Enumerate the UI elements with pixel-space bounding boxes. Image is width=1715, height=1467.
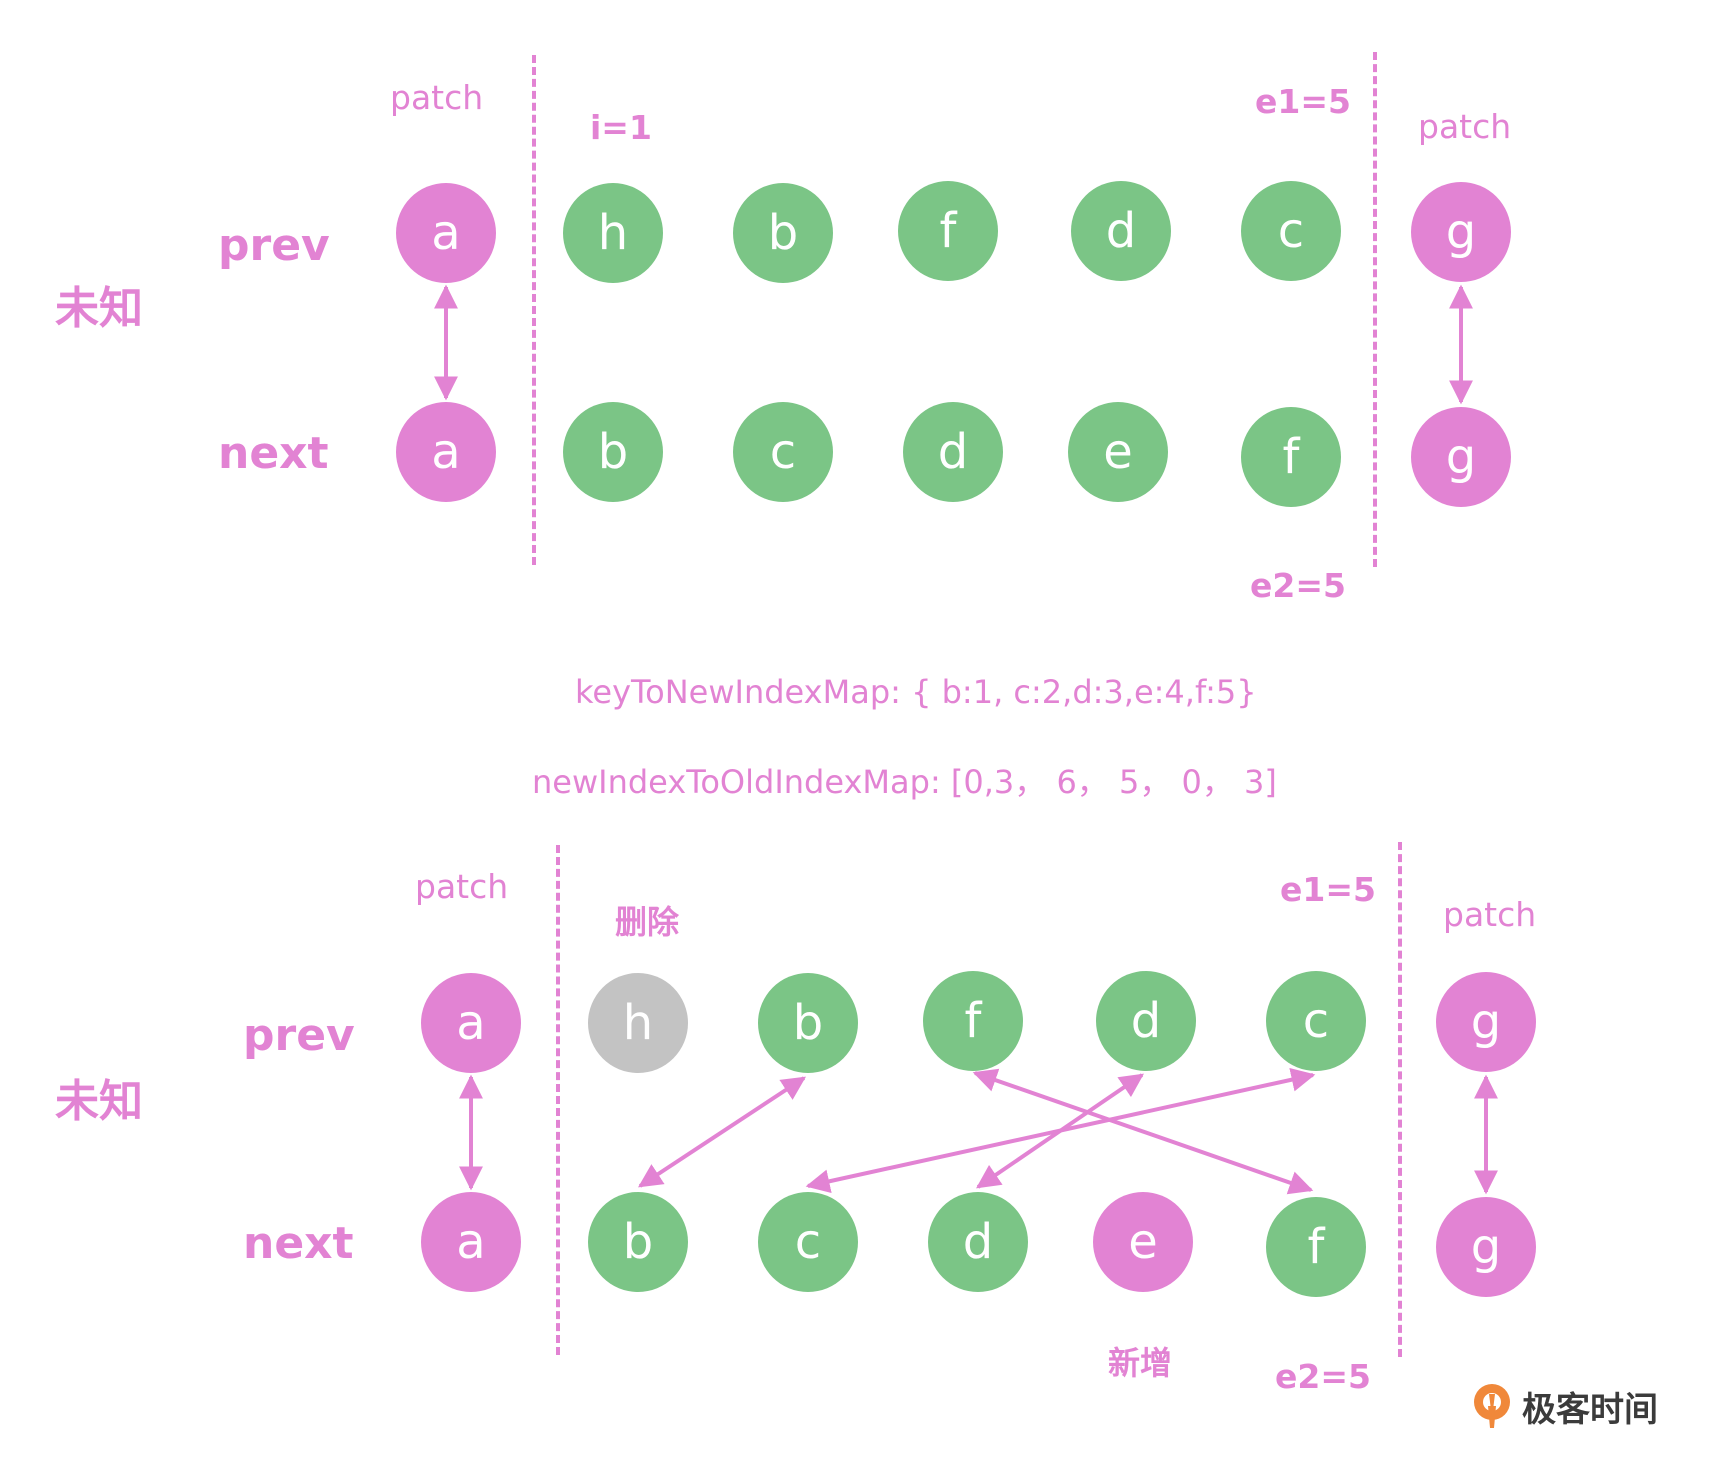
prev-node: g bbox=[1411, 182, 1511, 282]
right-patch-label-1: patch bbox=[1418, 107, 1512, 146]
key-to-new-index-map: keyToNewIndexMap: { b:1, c:2,d:3,e:4,f:5… bbox=[575, 673, 1257, 711]
start-marker-1: i=1 bbox=[590, 108, 652, 147]
added-label: 新增 bbox=[1108, 1344, 1173, 1382]
e2-marker-2: e2=5 bbox=[1275, 1357, 1371, 1396]
e1-marker-2: e1=5 bbox=[1280, 870, 1376, 909]
next-node: e bbox=[1068, 402, 1168, 502]
prev-node: d bbox=[1096, 971, 1196, 1071]
side-label-2: 未知 bbox=[55, 1076, 143, 1127]
next-node: c bbox=[733, 402, 833, 502]
left-patch-label-2: patch bbox=[415, 867, 509, 906]
next-node: b bbox=[563, 402, 663, 502]
prev-node: f bbox=[898, 181, 998, 281]
prev-label-1: prev bbox=[218, 220, 330, 271]
prev-node: f bbox=[923, 971, 1023, 1071]
geektime-logo-icon bbox=[1474, 1384, 1510, 1428]
arrow-b bbox=[637, 1076, 807, 1188]
next-node: g bbox=[1436, 1197, 1536, 1297]
right-divider-1 bbox=[1373, 52, 1377, 567]
arrow-d bbox=[976, 1073, 1144, 1189]
prev-node: c bbox=[1266, 971, 1366, 1071]
next-node: a bbox=[396, 402, 496, 502]
next-node: f bbox=[1241, 407, 1341, 507]
next-node: a bbox=[421, 1192, 521, 1292]
next-label-1: next bbox=[218, 428, 329, 479]
next-node: b bbox=[588, 1192, 688, 1292]
side-label-1: 未知 bbox=[55, 283, 143, 334]
next-node: c bbox=[758, 1192, 858, 1292]
next-node: g bbox=[1411, 407, 1511, 507]
left-divider-2 bbox=[556, 845, 560, 1355]
prev-node: h bbox=[563, 183, 663, 283]
prev-node: a bbox=[421, 973, 521, 1073]
logo-text: 极客时间 bbox=[1522, 1389, 1658, 1430]
next-node: d bbox=[903, 402, 1003, 502]
delete-label: 删除 bbox=[615, 903, 680, 941]
logo: 极客时间 bbox=[1470, 1380, 1658, 1432]
next-label-2: next bbox=[243, 1218, 354, 1269]
next-node: d bbox=[928, 1192, 1028, 1292]
left-patch-label-1: patch bbox=[390, 78, 484, 117]
next-node: f bbox=[1266, 1197, 1366, 1297]
right-divider-2 bbox=[1398, 842, 1402, 1357]
prev-node: g bbox=[1436, 972, 1536, 1072]
prev-node: a bbox=[396, 183, 496, 283]
arrow-f bbox=[972, 1068, 1314, 1195]
prev-label-2: prev bbox=[243, 1010, 355, 1061]
e1-marker-1: e1=5 bbox=[1255, 82, 1351, 121]
prev-node: b bbox=[758, 973, 858, 1073]
prev-node-deleted: h bbox=[588, 973, 688, 1073]
e2-marker-1: e2=5 bbox=[1250, 566, 1346, 605]
prev-node: c bbox=[1241, 181, 1341, 281]
new-index-to-old-index-map: newIndexToOldIndexMap: [0,3， 6， 5， 0， 3] bbox=[532, 763, 1277, 801]
right-patch-label-2: patch bbox=[1443, 895, 1537, 934]
prev-node: b bbox=[733, 183, 833, 283]
next-node-added: e bbox=[1093, 1192, 1193, 1292]
left-divider-1 bbox=[532, 55, 536, 565]
prev-node: d bbox=[1071, 181, 1171, 281]
